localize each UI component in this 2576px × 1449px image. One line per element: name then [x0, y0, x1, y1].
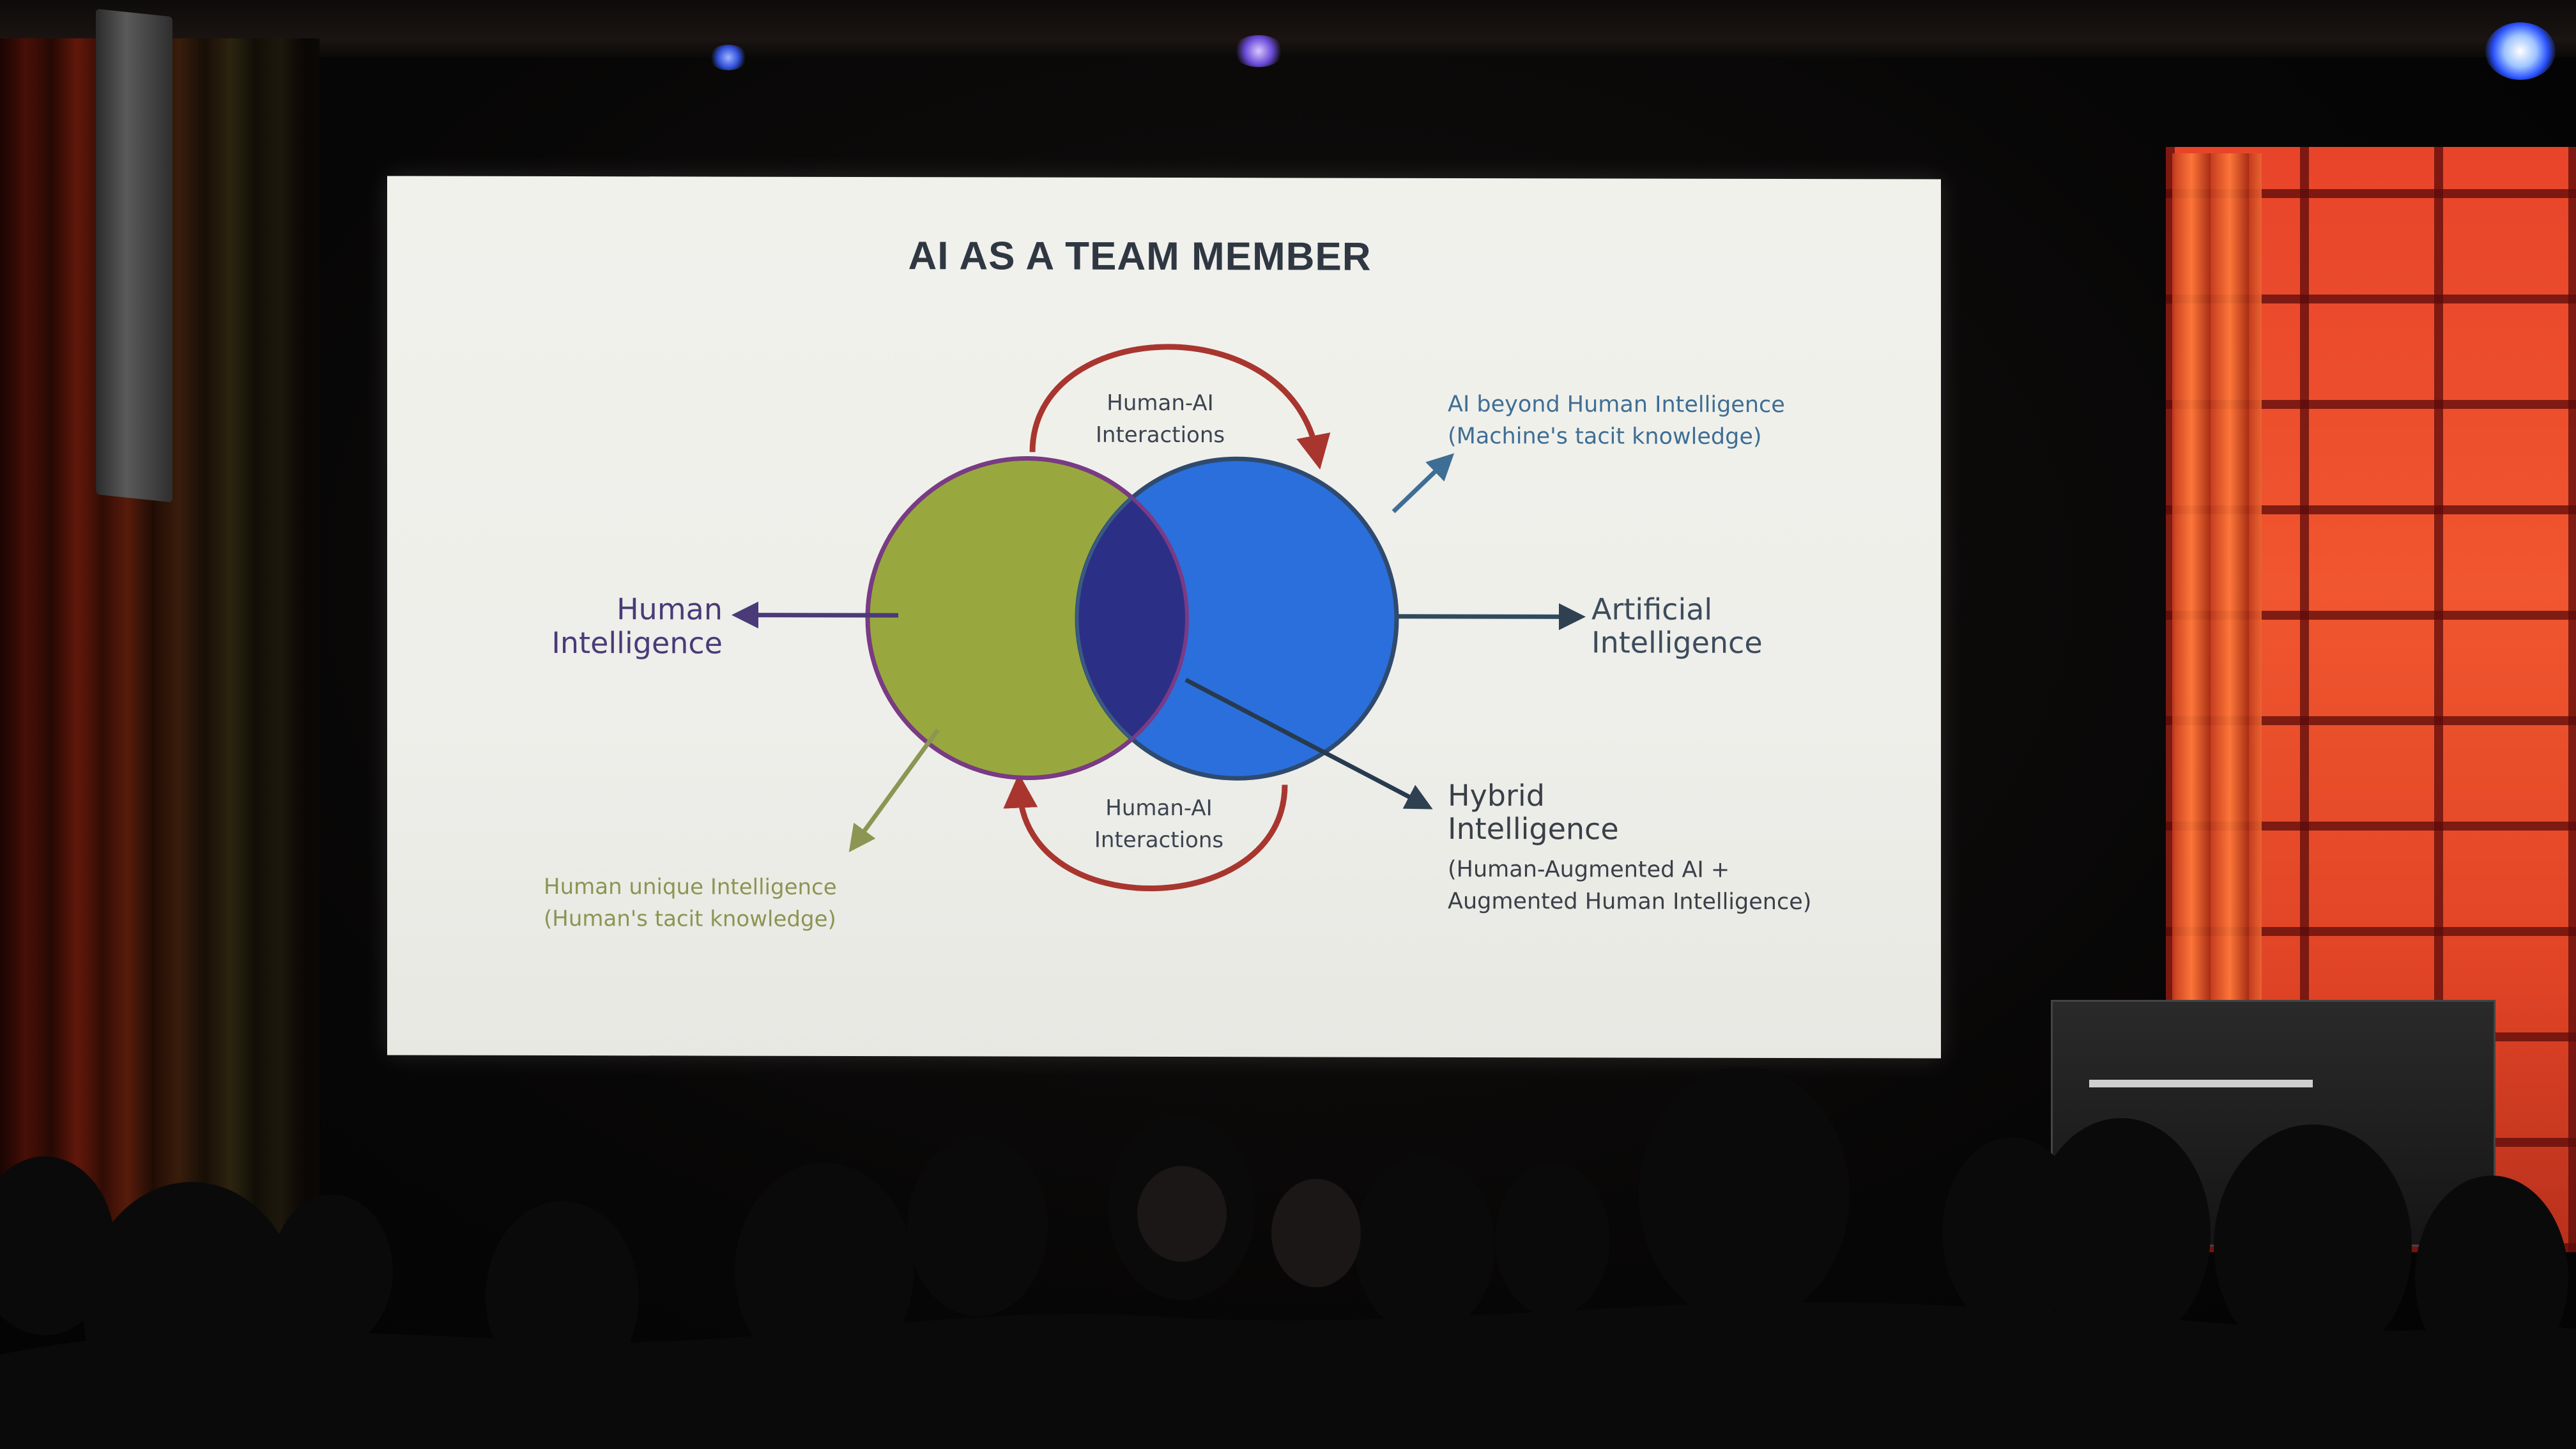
hybrid-overlap [1077, 459, 1187, 779]
podium [2051, 1000, 2496, 1246]
interactions-bottom-label: Human-AI [1105, 795, 1212, 821]
lighting-truss [0, 0, 2576, 57]
stage-light [1233, 35, 1284, 67]
line-array-speaker [96, 8, 172, 503]
ai-beyond-label: (Machine's tacit knowledge) [1448, 424, 1762, 450]
podium-light-bar [2089, 1080, 2313, 1087]
hybrid-subtitle: Augmented Human Intelligence) [1448, 889, 1811, 915]
venn-diagram: Human-AI Interactions Human-AI Interacti… [544, 344, 1811, 932]
hybrid-intelligence-label: Hybrid [1448, 778, 1545, 813]
stage-light [709, 45, 747, 70]
ai-beyond-arrow [1392, 453, 1455, 514]
hybrid-intelligence-label: Intelligence [1448, 811, 1619, 847]
interaction-arrow-bottom [1003, 773, 1288, 892]
human-intelligence-arrow [732, 601, 898, 629]
human-unique-arrow [848, 728, 940, 852]
projection-screen: AI AS A TEAM MEMBER [387, 176, 1941, 1059]
artificial-intelligence-label: Artificial [1591, 592, 1712, 626]
human-intelligence-label: Intelligence [551, 625, 723, 661]
human-intelligence-label: Human [617, 592, 723, 626]
ai-beyond-label: AI beyond Human Intelligence [1448, 392, 1785, 418]
human-unique-label: Human unique Intelligence [544, 874, 837, 900]
interactions-bottom-label: Interactions [1094, 827, 1223, 853]
artificial-intelligence-label: Intelligence [1591, 625, 1763, 660]
interactions-top-label: Human-AI [1107, 390, 1213, 416]
hybrid-arrow [1184, 677, 1433, 809]
interactions-top-label: Interactions [1096, 422, 1225, 448]
human-unique-label: (Human's tacit knowledge) [544, 906, 836, 932]
hybrid-subtitle: (Human-Augmented AI + [1448, 857, 1729, 883]
interaction-arrow-top [1029, 344, 1331, 470]
stage-light [2485, 22, 2556, 80]
